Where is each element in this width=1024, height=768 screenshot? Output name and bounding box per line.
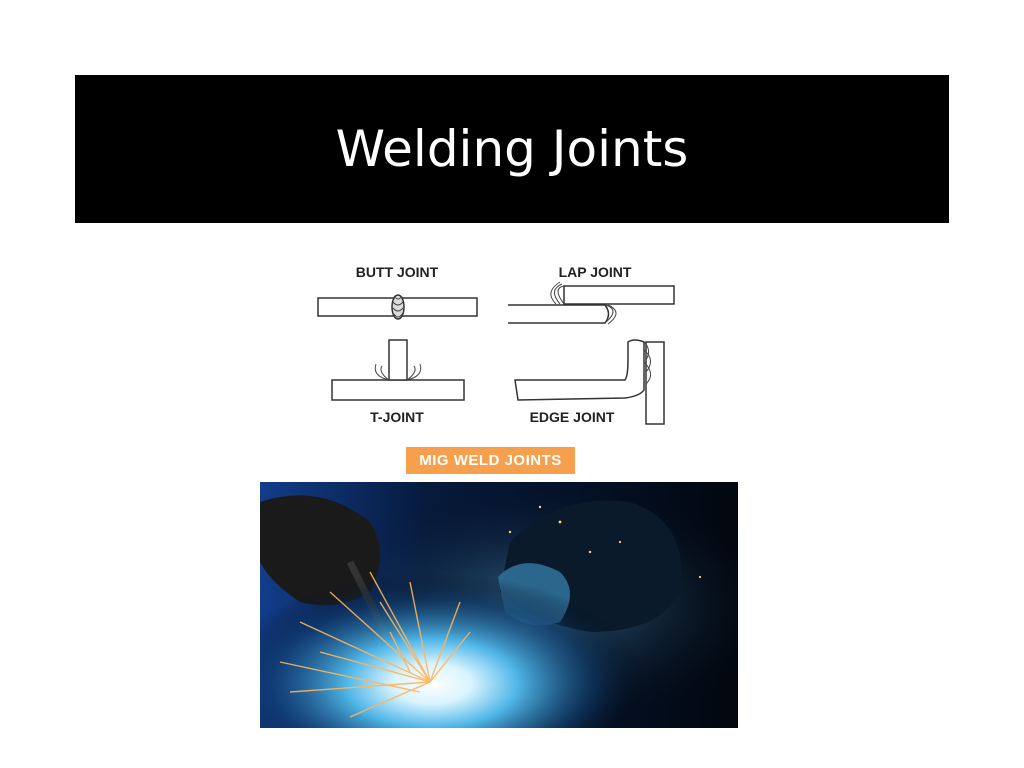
t-joint-label: T-JOINT [370,409,424,425]
welding-joints-diagram: BUTT JOINT LAP JOINT T-JOINT EDGE JOINT [300,250,700,430]
badge-label: MIG WELD JOINTS [419,452,562,469]
lap-joint-label: LAP JOINT [559,264,632,280]
edge-joint-illustration [514,339,665,425]
welder-photo [260,482,738,728]
t-joint-illustration [331,339,465,401]
mig-weld-joints-badge: MIG WELD JOINTS [406,447,575,474]
lap-joint-illustration [508,281,675,325]
welding-sparks [279,571,471,718]
butt-joint-label: BUTT JOINT [356,264,439,280]
title-bar: Welding Joints [75,75,949,223]
edge-joint-label: EDGE JOINT [530,409,615,425]
slide-title: Welding Joints [335,120,689,178]
butt-joint-illustration [317,294,478,320]
